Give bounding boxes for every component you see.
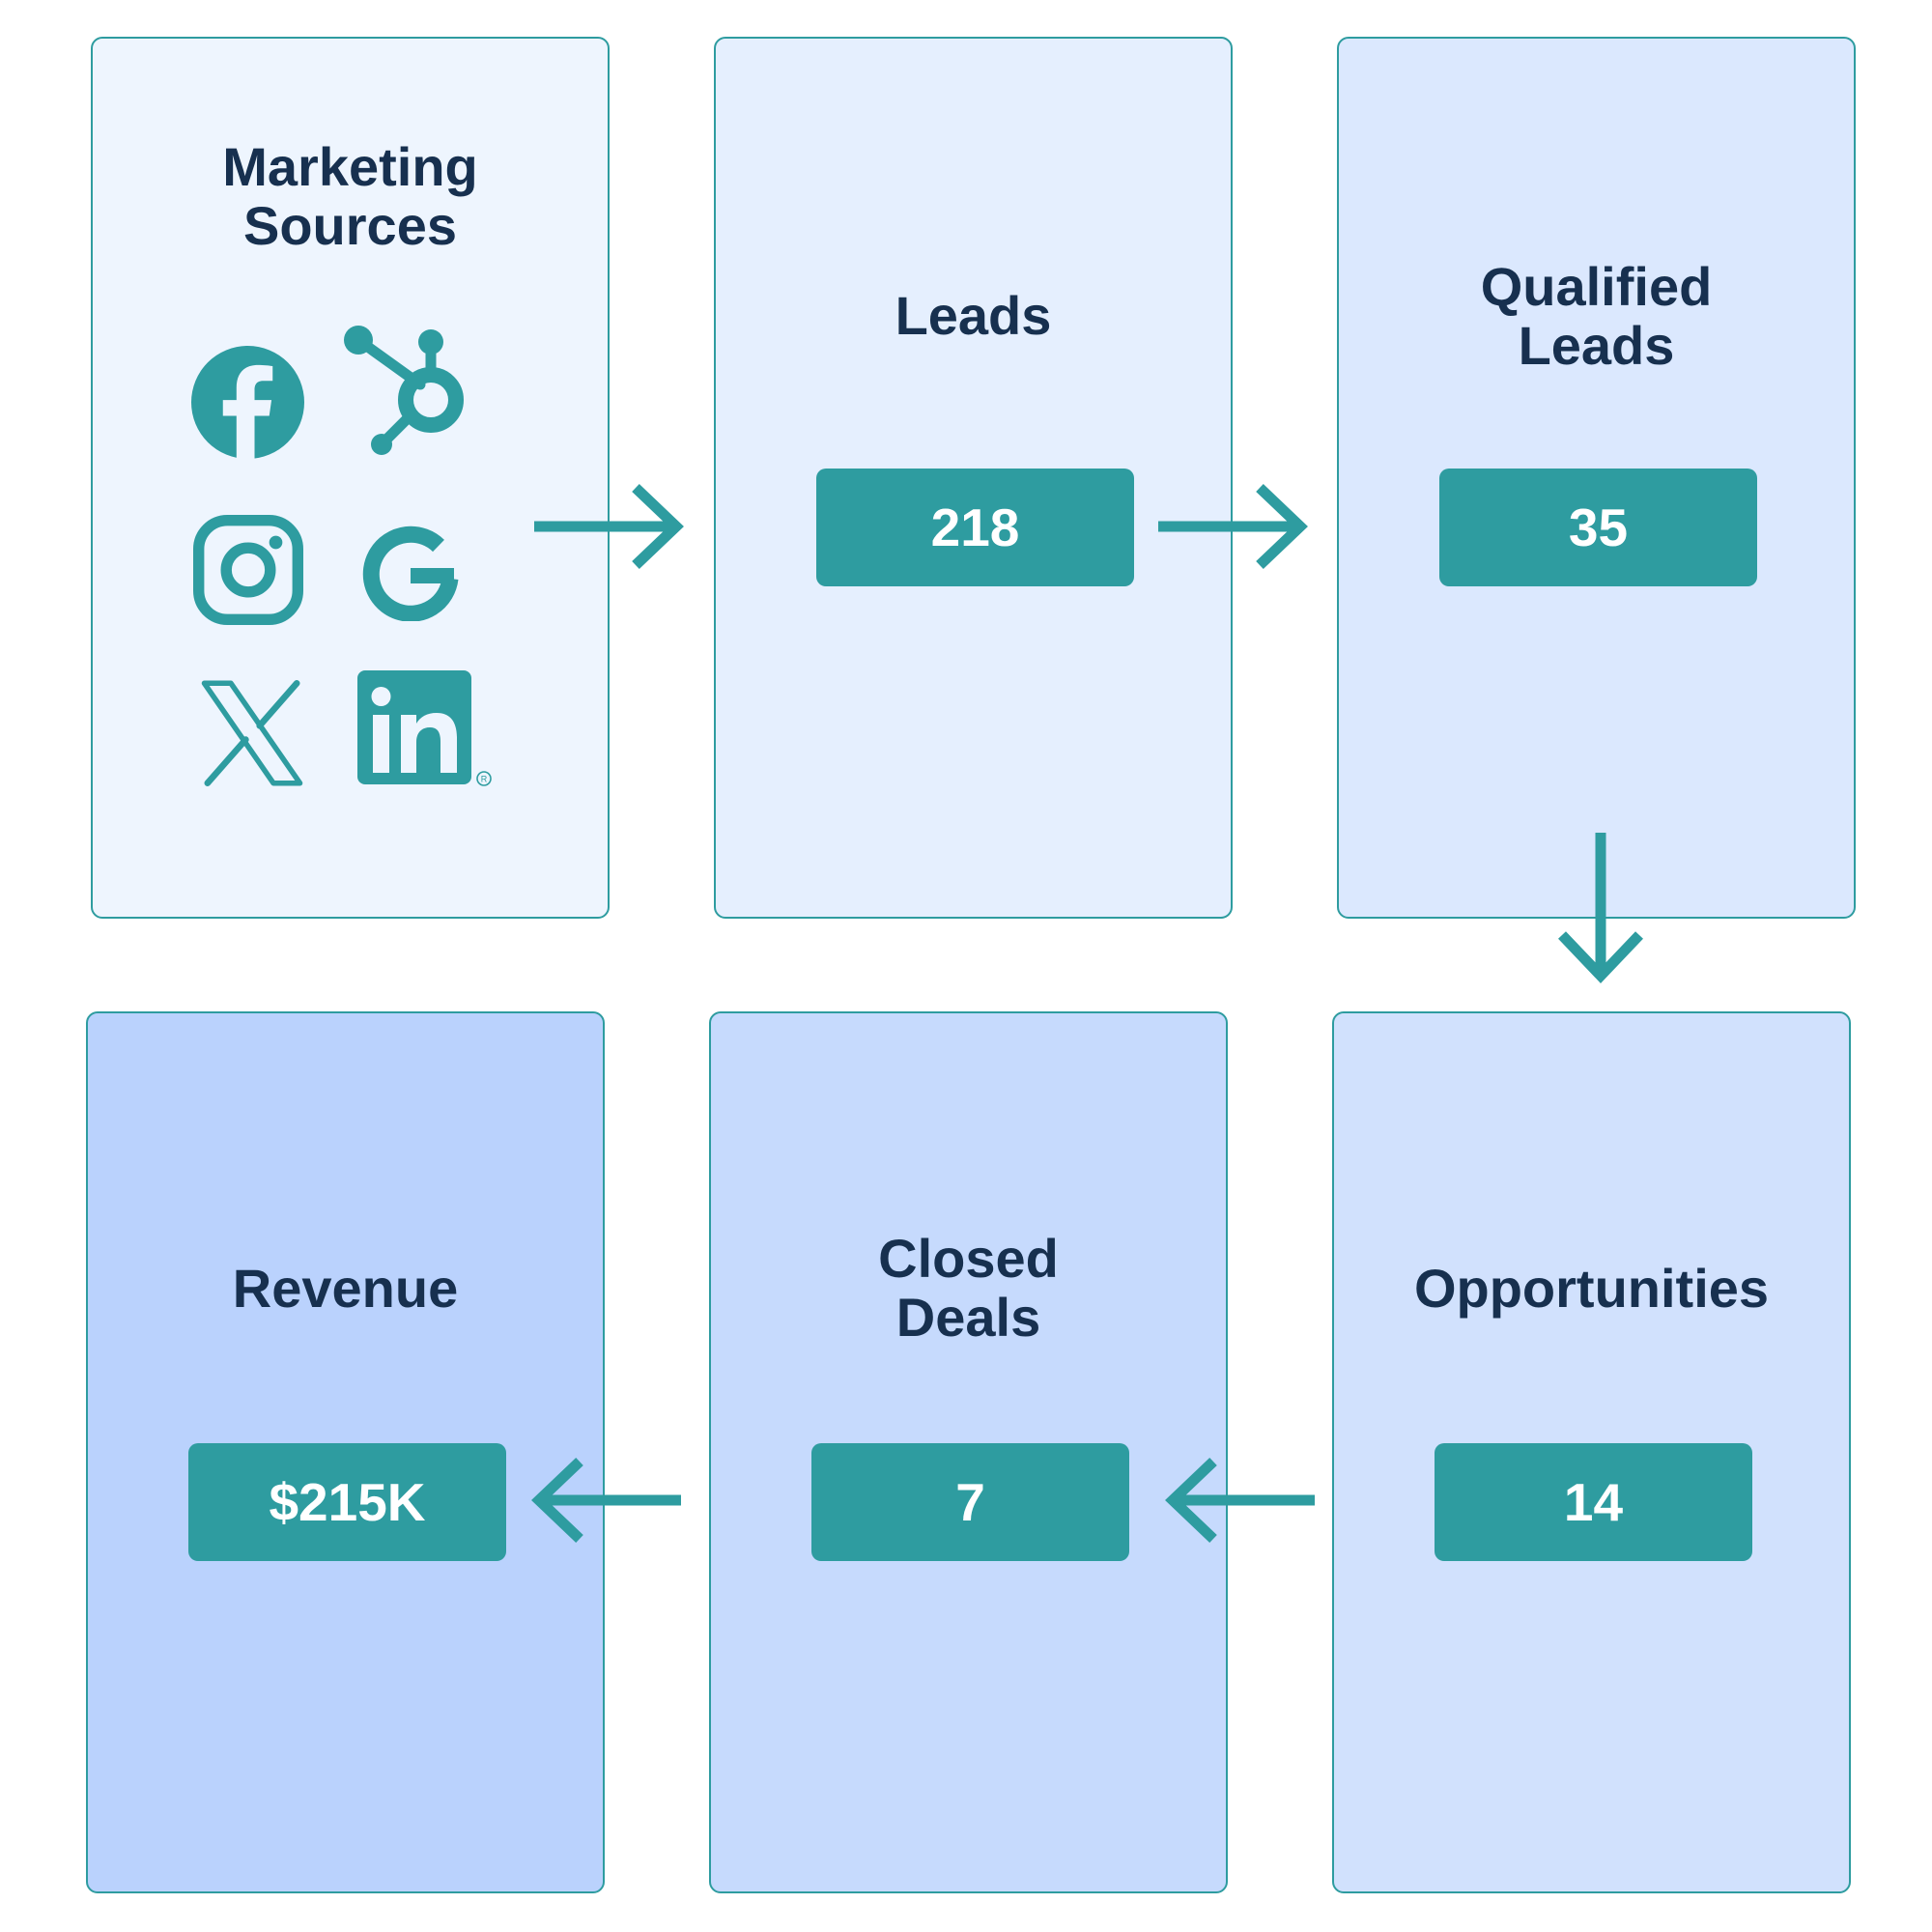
leads-card: Leads 218: [714, 37, 1233, 919]
opportunities-card: Opportunities 14: [1332, 1011, 1851, 1893]
facebook-icon: [191, 346, 304, 459]
revenue-title: Revenue: [232, 1258, 459, 1319]
revenue-card: Revenue $215K: [86, 1011, 605, 1893]
closed-deals-value: 7: [811, 1443, 1129, 1561]
opportunities-value: 14: [1435, 1443, 1752, 1561]
leads-value: 218: [816, 469, 1134, 586]
arrow-left-icon: [531, 1458, 681, 1543]
revenue-value: $215K: [188, 1443, 506, 1561]
arrow-right-icon: [1158, 484, 1308, 569]
arrow-left-icon: [1165, 1458, 1315, 1543]
arrow-right-icon: [534, 484, 684, 569]
instagram-icon: [193, 515, 303, 625]
marketing-sources-card: Marketing Sources R: [91, 37, 610, 919]
arrow-down-icon: [1558, 833, 1643, 983]
svg-text:R: R: [481, 775, 488, 784]
closed-deals-title: Closed Deals: [878, 1228, 1059, 1348]
qualified-leads-title: Qualified Leads: [1480, 256, 1713, 376]
closed-deals-card: Closed Deals 7: [709, 1011, 1228, 1893]
opportunities-title: Opportunities: [1413, 1258, 1770, 1319]
x-icon: [201, 680, 303, 786]
qualified-leads-card: Qualified Leads 35: [1337, 37, 1856, 919]
qualified-leads-value: 35: [1439, 469, 1757, 586]
linkedin-icon: R: [357, 670, 492, 786]
hubspot-icon: [344, 326, 464, 455]
google-icon: [362, 526, 459, 621]
leads-title: Leads: [895, 285, 1052, 346]
marketing-sources-title: Marketing Sources: [222, 136, 478, 256]
